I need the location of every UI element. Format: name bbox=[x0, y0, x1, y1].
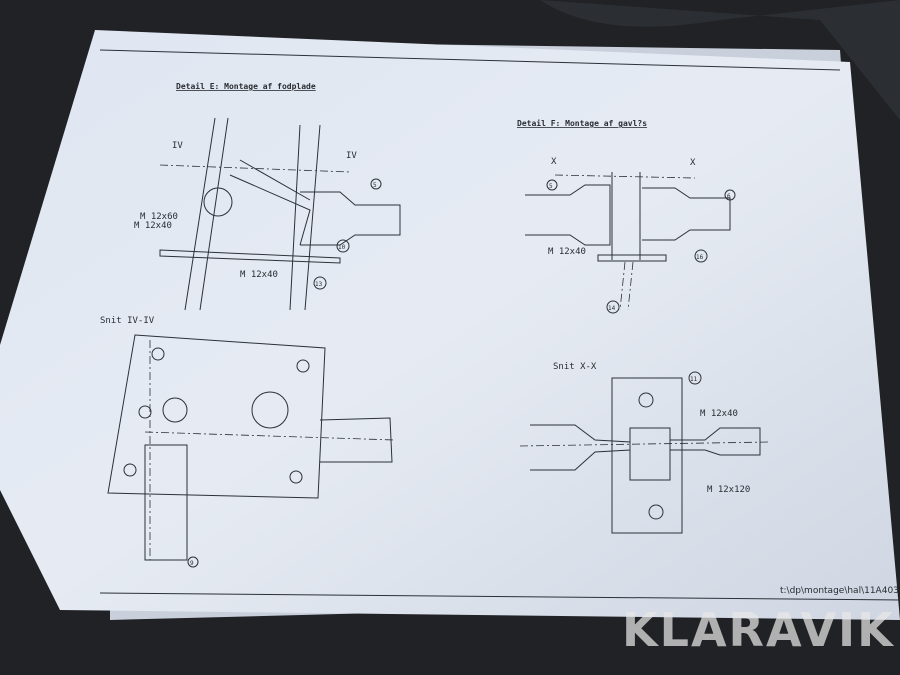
file-path-footer: t:\dp\montage\hal\11A403 bbox=[780, 586, 899, 596]
seat-stitching bbox=[540, 0, 900, 120]
border-bottom bbox=[99, 592, 900, 601]
bolt-label-m12x40: M 12x40 bbox=[134, 221, 172, 231]
border-top bbox=[99, 49, 841, 71]
detail-f-drawing: Detail F: Montage af gavl?s X X M 12x40 … bbox=[517, 118, 736, 314]
section-mark-iv-left: IV bbox=[172, 141, 183, 151]
bolt-label-m12x40-f: M 12x40 bbox=[548, 247, 586, 257]
callout-5: 5 bbox=[373, 182, 377, 189]
section-x-title: Snit X-X bbox=[553, 362, 597, 372]
section-iv-title: Snit IV-IV bbox=[100, 316, 155, 326]
callout-6: 6 bbox=[727, 193, 731, 200]
section-mark-x-right: X bbox=[690, 158, 696, 168]
detail-e-drawing: Detail E: Montage af fodplade IV IV M 12… bbox=[134, 81, 401, 311]
section-iv-drawing: Snit IV-IV 9 bbox=[100, 316, 396, 568]
detail-f-title: Detail F: Montage af gavl?s bbox=[517, 118, 647, 128]
section-x-drawing: Snit X-X M 12x40 M 12x120 11 bbox=[519, 362, 771, 534]
callout-11: 11 bbox=[690, 376, 698, 383]
callout-5-f: 5 bbox=[549, 183, 553, 190]
callout-14: 14 bbox=[608, 305, 616, 312]
detail-e-title: Detail E: Montage af fodplade bbox=[176, 81, 316, 91]
callout-16: 16 bbox=[696, 254, 704, 261]
callout-9: 9 bbox=[190, 560, 194, 567]
paper-sheet bbox=[0, 30, 900, 620]
callout-13: 13 bbox=[315, 281, 323, 288]
bolt-label-m12x40-x: M 12x40 bbox=[700, 409, 738, 419]
section-mark-x-left: X bbox=[551, 157, 557, 167]
klaravik-watermark: KLARAVIK bbox=[622, 603, 895, 657]
callout-10: 10 bbox=[338, 244, 346, 251]
section-mark-iv-right: IV bbox=[346, 151, 357, 161]
bolt-label-m12x40-bottom: M 12x40 bbox=[240, 270, 278, 280]
bolt-label-m12x120: M 12x120 bbox=[707, 485, 750, 495]
bolt-label-m12x60: M 12x60 bbox=[140, 212, 178, 222]
